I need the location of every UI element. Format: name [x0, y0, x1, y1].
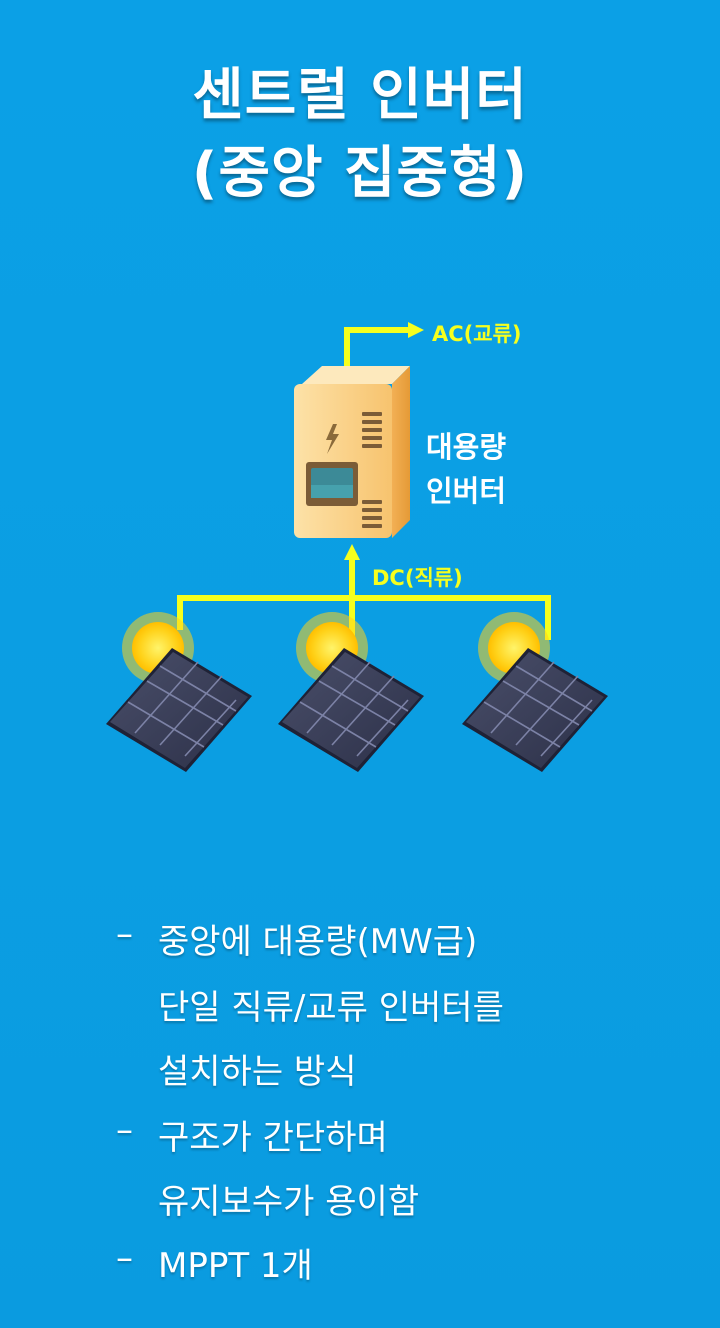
central-inverter-diagram	[106, 322, 608, 772]
bullet-2-line-2: 유지보수가 용이함	[158, 1182, 420, 1222]
solar-panel-icon	[278, 612, 424, 772]
inverter-label-line1: 대용량	[426, 430, 507, 464]
bullet-marker: –	[116, 1238, 133, 1278]
solar-panel-icon	[462, 612, 608, 772]
ac-output-label: AC(교류)	[432, 322, 522, 346]
bullet-marker: –	[116, 1110, 133, 1150]
inverter-cabinet-icon	[294, 366, 410, 538]
bullet-3-line-1: MPPT 1개	[158, 1246, 313, 1286]
page-title-line2: (중앙 집중형)	[191, 141, 529, 206]
solar-panel-icon	[106, 612, 252, 772]
bullet-1-line-1: 중앙에 대용량(MW급)	[158, 922, 478, 962]
inverter-label-line2: 인버터	[426, 474, 507, 508]
dc-arrow-head	[344, 544, 360, 560]
bullet-marker: –	[116, 914, 133, 954]
bullet-2-line-1: 구조가 간단하며	[158, 1118, 388, 1158]
lightning-icon	[326, 424, 339, 454]
dc-input-label: DC(직류)	[372, 566, 463, 590]
bullet-1-line-2: 단일 직류/교류 인버터를	[158, 988, 504, 1028]
bullet-1-line-3: 설치하는 방식	[158, 1052, 357, 1092]
page-title-line1: 센트럴 인버터	[192, 63, 528, 128]
